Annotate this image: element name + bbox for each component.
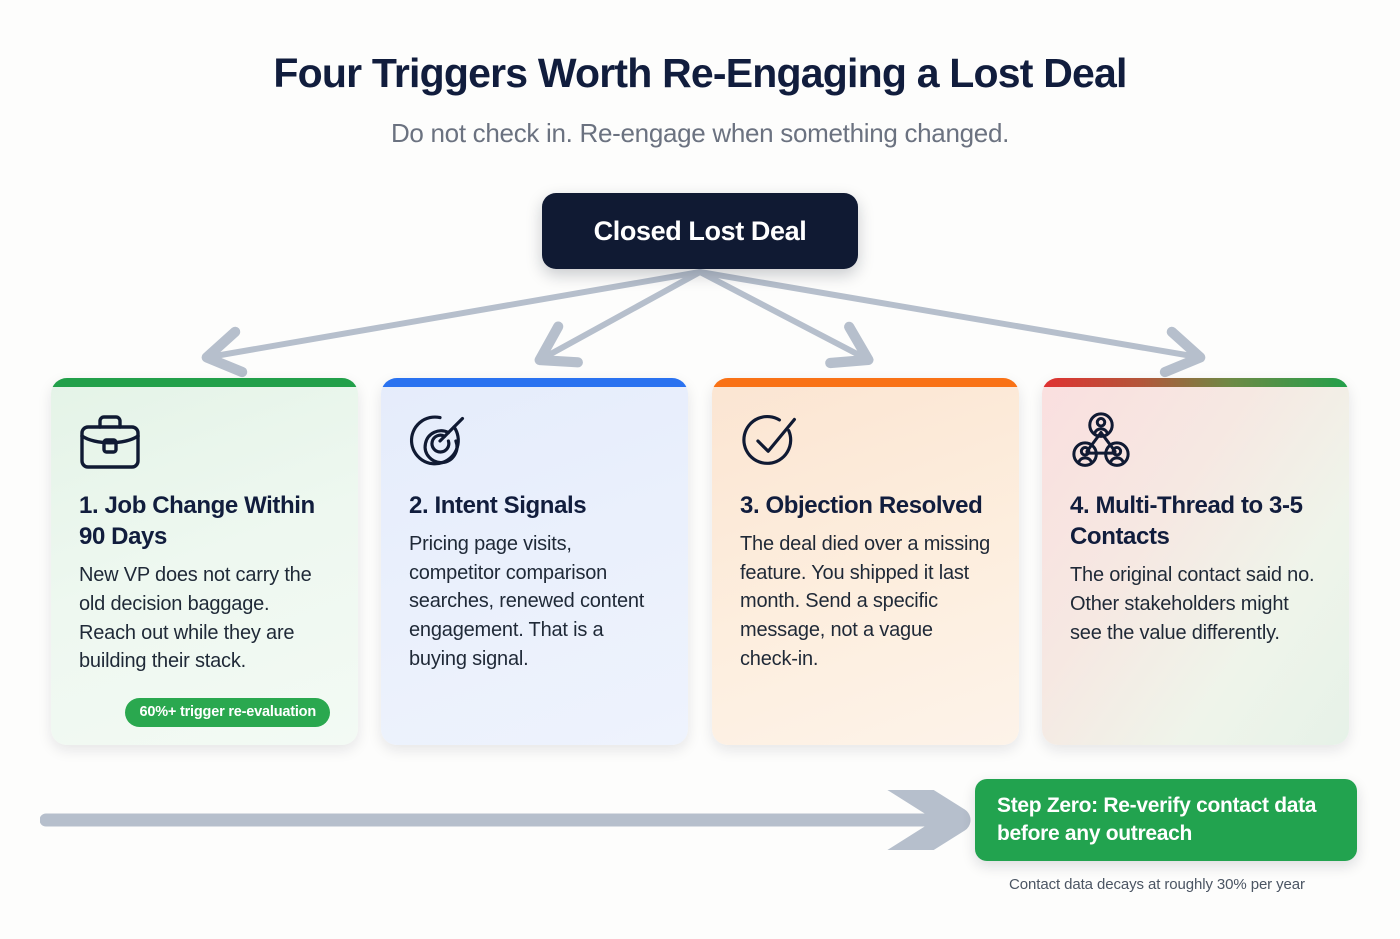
- card-description: The original contact said no. Other stak…: [1070, 564, 1315, 644]
- arrow-to-card-3: [697, 269, 874, 369]
- card-accent-bar: [712, 378, 1019, 387]
- target-arrow-icon: [409, 412, 660, 478]
- card-title: 3. Objection Resolved: [740, 492, 983, 519]
- callout-label: Step Zero: Re-verify contact data before…: [997, 794, 1317, 845]
- footer-progress-arrow: [40, 790, 971, 850]
- arrow-to-card-4: [697, 269, 1206, 378]
- trigger-card-4[interactable]: 4. Multi-Thread to 3-5 Contacts The orig…: [1042, 378, 1349, 745]
- center-node-label: Closed Lost Deal: [593, 215, 807, 246]
- trigger-card-3[interactable]: 3. Objection Resolved The deal died over…: [712, 378, 1019, 745]
- card-description: New VP does not carry the old decision b…: [79, 564, 312, 673]
- card-accent-bar: [1042, 378, 1349, 387]
- page-subtitle: Do not check in. Re-engage when somethin…: [390, 118, 1010, 148]
- card-accent-bar: [51, 378, 358, 387]
- page-title: Four Triggers Worth Re-Engaging a Lost D…: [273, 50, 1127, 96]
- people-network-icon: [1070, 412, 1321, 478]
- check-circle-icon: [740, 412, 991, 478]
- trigger-card-2[interactable]: 2. Intent Signals Pricing page visits, c…: [381, 378, 688, 745]
- briefcase-icon: [79, 412, 330, 478]
- card-title: 1. Job Change Within 90 Days: [79, 492, 315, 551]
- card-title: 2. Intent Signals: [409, 492, 587, 519]
- card-description: The deal died over a missing feature. Yo…: [740, 533, 991, 670]
- arrow-to-card-1: [201, 269, 703, 378]
- step-zero-callout[interactable]: Step Zero: Re-verify contact data before…: [975, 779, 1357, 861]
- card-description: Pricing page visits, competitor comparis…: [409, 533, 645, 670]
- card-accent-bar: [381, 378, 688, 387]
- status-badge: 60%+ trigger re-evaluation: [125, 698, 330, 727]
- center-node-closed-lost-deal[interactable]: Closed Lost Deal: [542, 193, 858, 269]
- trigger-card-1[interactable]: 1. Job Change Within 90 Days New VP does…: [51, 378, 358, 745]
- card-title: 4. Multi-Thread to 3-5 Contacts: [1070, 492, 1303, 551]
- footnote-text: Contact data decays at roughly 30% per y…: [1009, 876, 1305, 893]
- arrow-to-card-2: [534, 269, 703, 368]
